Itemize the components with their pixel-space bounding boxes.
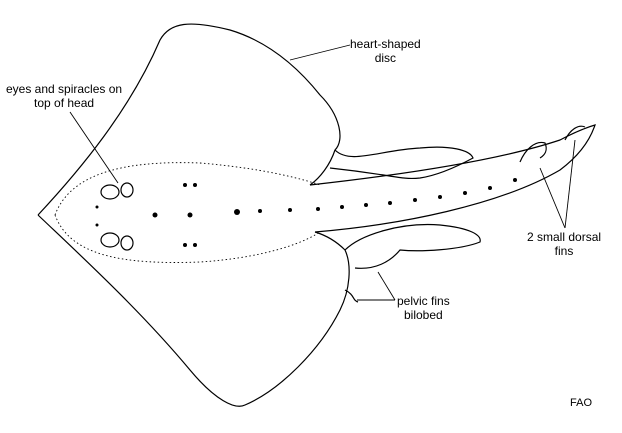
eye-upper [100, 182, 134, 200]
pelvic-notch-lower [344, 289, 359, 303]
disc-outline [37, 23, 341, 216]
leader-lines [69, 44, 576, 301]
credit-fao: FAO [570, 397, 593, 409]
label-heart-shaped-disc: heart-shaped disc [350, 37, 421, 65]
dorsal-fin-1 [519, 141, 547, 163]
label-line: 2 small dorsal [527, 230, 602, 244]
thorn-row [95, 178, 517, 247]
dorsal-fin-2 [564, 125, 586, 141]
pelvic-fin-lower [344, 223, 481, 269]
label-line: pelvic fins [397, 294, 450, 308]
label-line: top of head [34, 96, 95, 110]
label-dorsal-fins: 2 small dorsal fins [527, 230, 601, 258]
tail-outline [309, 124, 596, 233]
disc-outline-lower [37, 214, 350, 407]
label-line: heart-shaped [350, 37, 421, 51]
label-line: eyes and spiracles on [6, 82, 123, 96]
label-eyes-spiracles: eyes and spiracles on top of head [6, 82, 122, 110]
label-pelvic-fins: pelvic fins bilobed [397, 294, 450, 322]
label-line: disc [374, 51, 397, 65]
body-dotted-outline [54, 162, 321, 263]
eye-lower [100, 232, 134, 251]
label-line: bilobed [403, 308, 443, 322]
label-line: fins [554, 244, 574, 258]
pelvic-fin-upper [329, 146, 474, 179]
